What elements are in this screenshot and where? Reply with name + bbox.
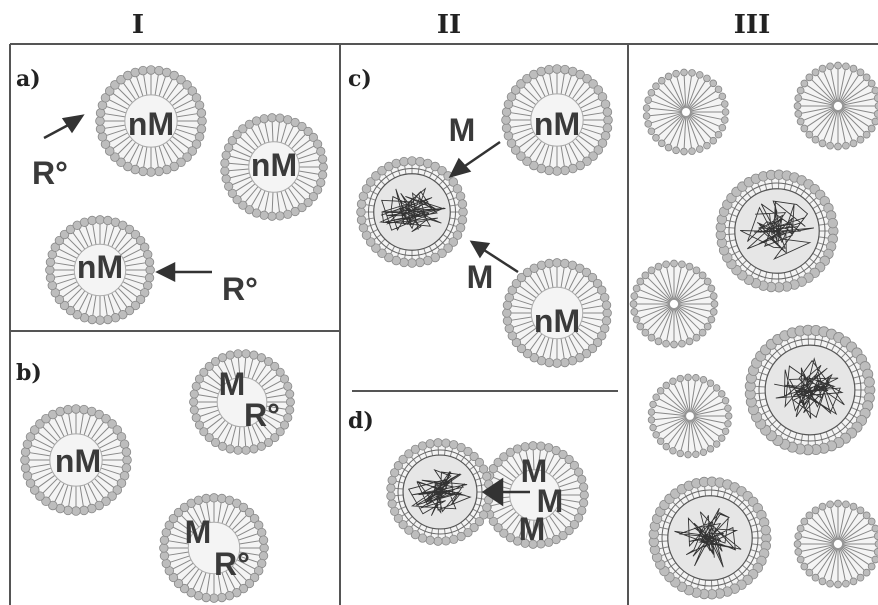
micelle-nm bbox=[501, 64, 613, 176]
micelles-layer bbox=[20, 61, 878, 603]
micelle-reverse bbox=[793, 61, 878, 151]
micelle-nm bbox=[45, 215, 155, 325]
label-m: M bbox=[449, 112, 476, 148]
micelle-reverse bbox=[647, 373, 733, 459]
label-nm: nM bbox=[534, 303, 580, 339]
micelle-nm bbox=[20, 404, 132, 516]
micelle-reverse bbox=[642, 68, 730, 156]
column-header-1: I bbox=[132, 10, 144, 40]
labels: nM nM nM R° R° nM M R° M R° M nM M nM M … bbox=[32, 106, 580, 582]
micelle-m-r bbox=[159, 493, 269, 603]
arrows bbox=[43, 114, 530, 507]
micelle-m-r bbox=[189, 349, 295, 455]
micelle-m bbox=[481, 441, 589, 549]
panel-label-c: c) bbox=[348, 66, 372, 92]
micelle-reverse bbox=[629, 259, 719, 349]
panel-label-a: a) bbox=[16, 66, 41, 92]
micelle-nm bbox=[95, 65, 207, 177]
label-m: M bbox=[467, 259, 494, 295]
label-r: R° bbox=[222, 271, 258, 307]
label-r: R° bbox=[244, 397, 280, 433]
micelle-nm bbox=[502, 258, 612, 368]
micelle-polymer bbox=[648, 476, 772, 600]
panel-label-b: b) bbox=[16, 360, 42, 386]
micelle-polymer bbox=[744, 324, 876, 456]
frame bbox=[9, 43, 878, 605]
label-nm: nM bbox=[77, 249, 123, 285]
column-header-3: III bbox=[734, 10, 771, 40]
label-m: M bbox=[219, 366, 246, 402]
micelle-nm bbox=[220, 113, 328, 221]
column-header-2: II bbox=[437, 10, 461, 40]
panel-label-d: d) bbox=[348, 408, 374, 434]
label-m: M bbox=[521, 453, 548, 489]
label-nm: nM bbox=[128, 106, 174, 142]
label-nm: nM bbox=[534, 106, 580, 142]
label-nm: nM bbox=[55, 443, 101, 479]
micelle-polymer bbox=[715, 169, 839, 293]
label-nm: nM bbox=[251, 147, 297, 183]
micelle-polymer bbox=[356, 156, 468, 268]
label-r: R° bbox=[214, 546, 250, 582]
label-m: M bbox=[537, 483, 564, 519]
label-m: M bbox=[185, 514, 212, 550]
label-r: R° bbox=[32, 155, 68, 191]
label-m: M bbox=[519, 511, 546, 547]
micelle-reverse bbox=[793, 499, 878, 589]
micelle-polymer bbox=[386, 438, 494, 546]
